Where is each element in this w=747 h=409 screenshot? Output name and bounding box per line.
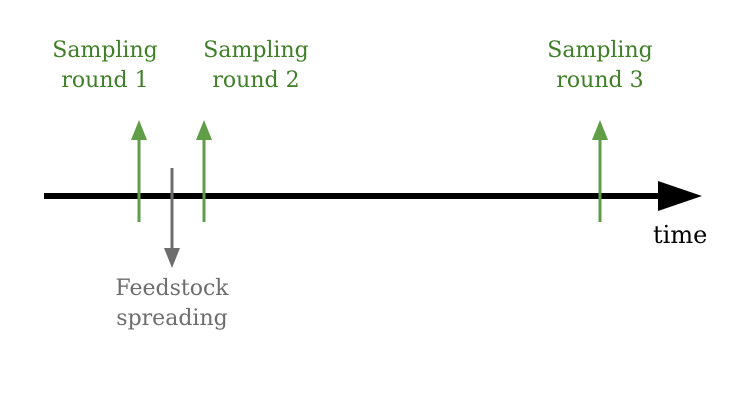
feedstock-spreading-arrowhead [164, 248, 180, 268]
sampling-round-3-label: Sampling round 3 [540, 36, 660, 96]
sampling-round-1-line1: Sampling [52, 38, 158, 63]
feedstock-spreading-label: Feedstock spreading [107, 274, 237, 334]
sampling-round-3-arrowhead [592, 120, 608, 140]
sampling-round-2-arrowhead [196, 120, 212, 140]
sampling-round-1-label: Sampling round 1 [45, 36, 165, 96]
sampling-round-1-line2: round 1 [61, 68, 149, 93]
feedstock-spreading-line1: Feedstock [115, 276, 229, 301]
feedstock-spreading-line2: spreading [116, 306, 228, 331]
sampling-round-2-line1: Sampling [203, 38, 309, 63]
sampling-round-2-label: Sampling round 2 [196, 36, 316, 96]
sampling-round-3-line1: Sampling [547, 38, 653, 63]
time-axis-label: time [653, 221, 708, 249]
time-axis-arrowhead [658, 181, 702, 211]
sampling-round-3-line2: round 3 [556, 68, 644, 93]
sampling-round-1-arrowhead [131, 120, 147, 140]
sampling-round-2-line2: round 2 [212, 68, 300, 93]
